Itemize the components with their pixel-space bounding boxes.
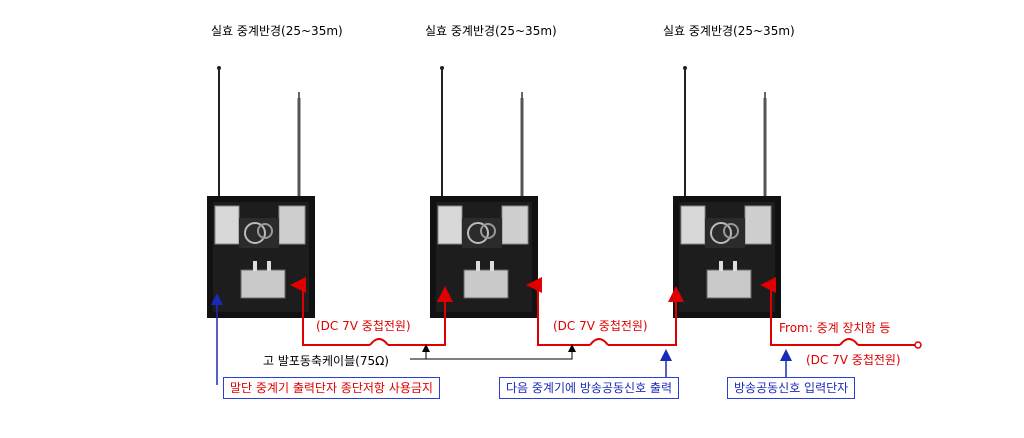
power-label-2: (DC 7V 중첩전원) bbox=[553, 319, 648, 333]
coverage-label-3: 실효 중계반경(25~35m) bbox=[663, 24, 795, 38]
repeater-unit-1 bbox=[205, 64, 317, 320]
cable-pointer-lines bbox=[410, 344, 576, 360]
power-label-1: (DC 7V 중첩전원) bbox=[316, 319, 411, 333]
repeater-unit-2 bbox=[428, 64, 540, 320]
input-terminal-callout: 방송공동신호 입력단자 bbox=[727, 377, 856, 399]
repeater-unit-3 bbox=[671, 64, 783, 320]
callout-arrows bbox=[211, 293, 792, 385]
input-endpoint bbox=[914, 341, 922, 349]
next-repeater-callout: 다음 중계기에 방송공동신호 출력 bbox=[499, 377, 680, 399]
coverage-label-2: 실효 중계반경(25~35m) bbox=[425, 24, 557, 38]
from-label: From: 중계 장치함 등 bbox=[779, 321, 891, 335]
terminal-warning-callout: 말단 중계기 출력단자 종단저항 사용금지 bbox=[223, 377, 440, 399]
signal-lines bbox=[290, 277, 915, 346]
coverage-label-1: 실효 중계반경(25~35m) bbox=[211, 24, 343, 38]
cable-label: 고 발포동축케이블(75Ω) bbox=[263, 354, 389, 368]
power-label-3: (DC 7V 중첩전원) bbox=[806, 353, 901, 367]
